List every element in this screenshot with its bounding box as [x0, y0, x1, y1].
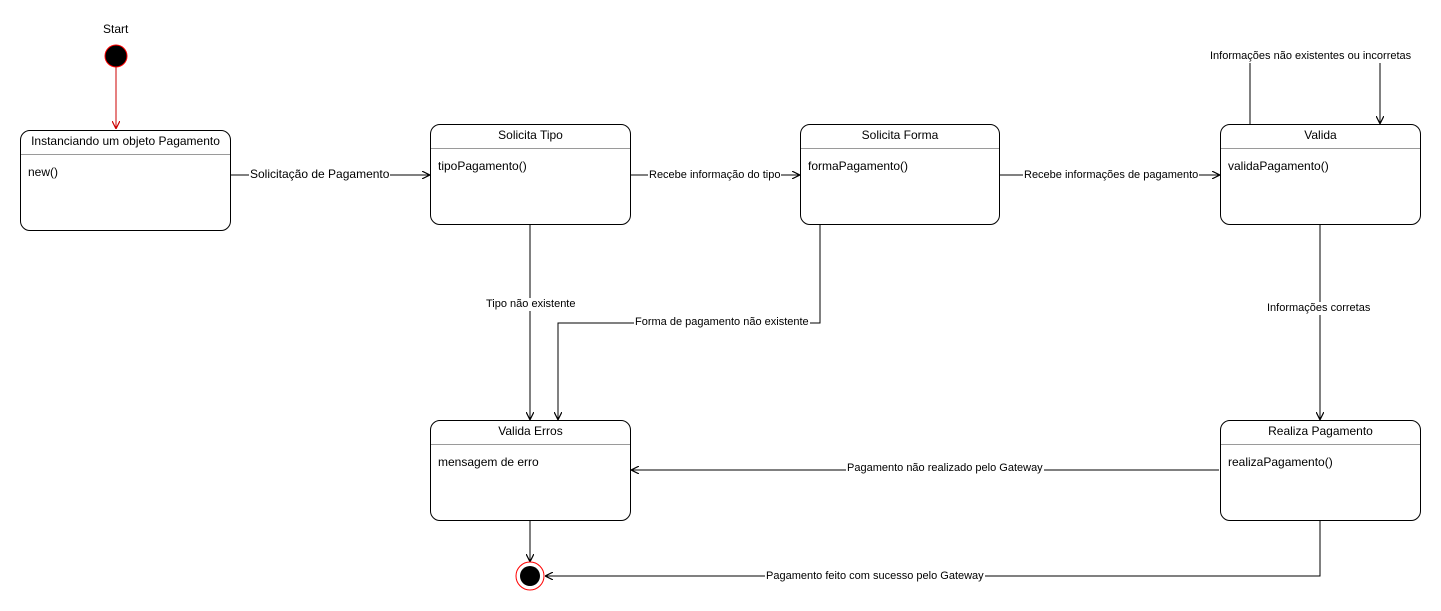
label-sucesso: Pagamento feito com sucesso pelo Gateway: [765, 570, 985, 583]
label-forma-nao-existente: Forma de pagamento não existente: [634, 316, 810, 329]
state-solicita-forma[interactable]: Solicita Forma formaPagamento(): [800, 124, 1000, 225]
state-body: mensagem de erro: [438, 455, 539, 469]
state-realiza-pagamento[interactable]: Realiza Pagamento realizaPagamento(): [1220, 420, 1421, 521]
state-solicita-tipo[interactable]: Solicita Tipo tipoPagamento(): [430, 124, 631, 225]
label-nao-realizado: Pagamento não realizado pelo Gateway: [846, 462, 1044, 475]
initial-node: [104, 44, 128, 68]
transition-sucesso: [546, 521, 1321, 576]
state-body: validaPagamento(): [1228, 159, 1329, 173]
label-recebe-tipo: Recebe informação do tipo: [648, 169, 782, 182]
state-body: tipoPagamento(): [438, 159, 527, 173]
state-body: new(): [28, 165, 59, 179]
state-title: Instanciando um objeto Pagamento: [21, 131, 230, 155]
state-body: formaPagamento(): [808, 159, 909, 173]
state-title: Valida: [1221, 125, 1420, 149]
state-valida[interactable]: Valida validaPagamento(): [1220, 124, 1421, 225]
state-instanciando[interactable]: Instanciando um objeto Pagamento new(): [20, 130, 231, 231]
state-title: Solicita Tipo: [431, 125, 630, 149]
state-title: Solicita Forma: [801, 125, 999, 149]
label-info-corretas: Informações corretas: [1266, 302, 1372, 315]
state-title: Realiza Pagamento: [1221, 421, 1420, 445]
label-recebe-pagamento: Recebe informações de pagamento: [1023, 169, 1200, 182]
state-title: Valida Erros: [431, 421, 630, 445]
label-info-nao-existentes: Informações não existentes ou incorretas: [1209, 50, 1413, 63]
label-solicitacao: Solicitação de Pagamento: [249, 167, 391, 181]
state-body: realizaPagamento(): [1228, 455, 1333, 469]
start-label: Start: [103, 22, 129, 36]
label-tipo-nao-existente: Tipo não existente: [485, 298, 577, 311]
transition-self-loop-valida: [1249, 55, 1380, 124]
final-node-inner: [520, 566, 540, 586]
state-valida-erros[interactable]: Valida Erros mensagem de erro: [430, 420, 631, 521]
